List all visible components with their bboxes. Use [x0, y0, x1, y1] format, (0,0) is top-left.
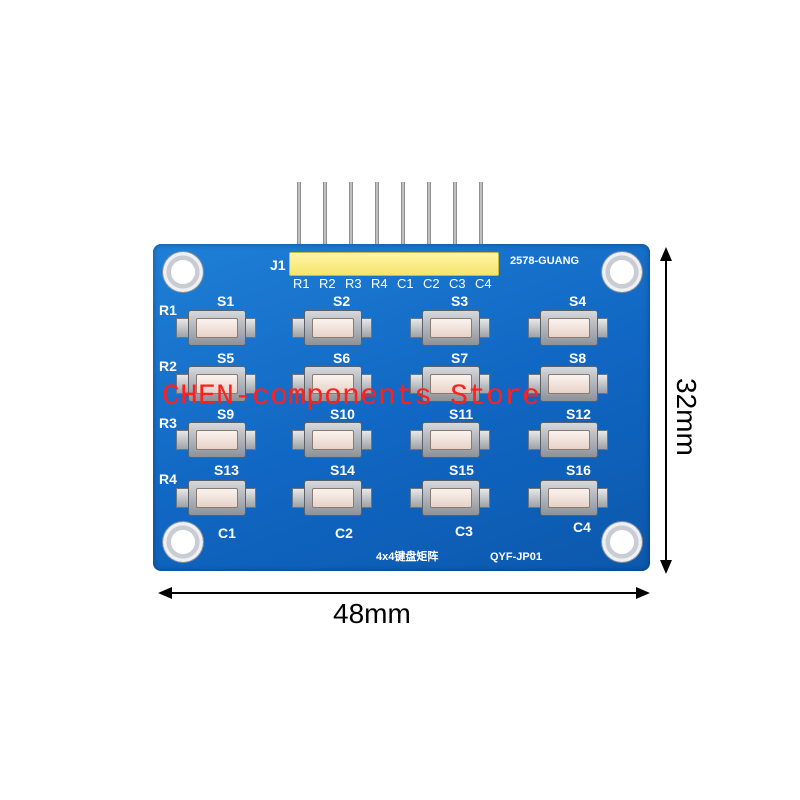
switch-label: S6 — [333, 350, 351, 366]
switch-label: S11 — [449, 406, 474, 422]
switch-label: S9 — [217, 406, 235, 422]
tactile-switch[interactable] — [528, 422, 608, 458]
col-label-c2: C2 — [335, 525, 353, 541]
pin-label-c4: C4 — [475, 276, 492, 291]
switch-label: S4 — [569, 293, 587, 309]
mounting-hole-top-left — [163, 252, 203, 292]
col-label-c3: C3 — [455, 523, 473, 539]
switch-label: S13 — [214, 462, 239, 478]
width-label: 48mm — [333, 598, 411, 629]
pin-label-r3: R3 — [345, 276, 362, 291]
store-watermark: CHEN-components Store — [162, 380, 541, 414]
mounting-hole-bottom-left — [163, 522, 203, 562]
tactile-switch[interactable] — [292, 422, 372, 458]
pin-label-c1: C1 — [397, 276, 414, 291]
height-label: 32mm — [671, 378, 702, 456]
switch-label: S2 — [333, 293, 351, 309]
tactile-switch[interactable] — [528, 480, 608, 516]
arrow-up-icon — [660, 247, 672, 261]
tactile-switch[interactable] — [292, 366, 372, 402]
footer-chinese-label: 4x4键盘矩阵 — [376, 551, 439, 563]
tactile-switch[interactable] — [528, 310, 608, 346]
tactile-switch[interactable] — [292, 310, 372, 346]
arrow-right-icon — [636, 587, 650, 599]
switch-label: S12 — [566, 406, 591, 422]
tactile-switch[interactable] — [292, 480, 372, 516]
row-label-r4: R4 — [159, 471, 177, 487]
row-label-r3: R3 — [159, 415, 177, 431]
pin-label-r1: R1 — [293, 276, 310, 291]
tactile-switch[interactable] — [176, 422, 256, 458]
switch-label: S3 — [451, 293, 469, 309]
tactile-switch[interactable] — [410, 422, 490, 458]
pin-label-c2: C2 — [423, 276, 440, 291]
row-label-r1: R1 — [159, 302, 177, 318]
tactile-switch[interactable] — [528, 366, 608, 402]
tactile-switch[interactable] — [176, 310, 256, 346]
tactile-switch[interactable] — [176, 366, 256, 402]
part-code: 2578-GUANG — [510, 255, 580, 267]
switch-label: S1 — [217, 293, 235, 309]
tactile-switch[interactable] — [410, 366, 490, 402]
switch-label: S10 — [330, 406, 355, 422]
switch-label: S5 — [217, 350, 235, 366]
switch-label: S14 — [330, 462, 355, 478]
arrow-left-icon — [158, 587, 172, 599]
col-label-c4: C4 — [573, 519, 591, 535]
pin-label-r2: R2 — [319, 276, 336, 291]
arrow-down-icon — [660, 560, 672, 574]
switch-label: S16 — [566, 462, 591, 478]
switch-label: S8 — [569, 350, 587, 366]
tactile-switch[interactable] — [176, 480, 256, 516]
switch-label: S15 — [449, 462, 474, 478]
row-label-r2: R2 — [159, 358, 177, 374]
keypad-pcb — [153, 244, 650, 571]
tactile-switch[interactable] — [410, 310, 490, 346]
mounting-hole-top-right — [602, 252, 642, 292]
switch-label: S7 — [451, 350, 469, 366]
mounting-hole-bottom-right — [602, 522, 642, 562]
header-label: J1 — [270, 257, 286, 273]
col-label-c1: C1 — [218, 525, 236, 541]
pin-header — [289, 252, 499, 276]
tactile-switch[interactable] — [410, 480, 490, 516]
pin-label-r4: R4 — [371, 276, 388, 291]
footer-model-label: QYF-JP01 — [490, 551, 542, 563]
pin-label-c3: C3 — [449, 276, 466, 291]
